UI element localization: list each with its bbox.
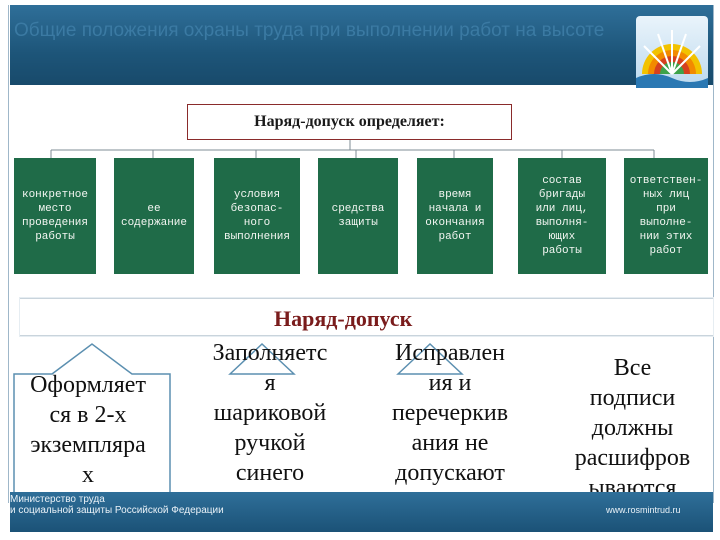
slide-title: Общие положения охраны труда при выполне…: [14, 20, 605, 41]
note-line: Оформляет: [30, 372, 146, 398]
footer-org-line2: и социальной защиты Российской Федерации: [10, 505, 224, 516]
note-line: экземпляра: [30, 432, 146, 458]
diagram-root-box: Наряд-допуск определяет:: [187, 104, 512, 140]
note-line: Заполняетс: [212, 340, 328, 366]
note-line: я: [264, 370, 276, 396]
note-line: допускают: [395, 460, 505, 486]
footer-org-line1: Министерство труда: [10, 494, 105, 505]
note-line: перечеркив: [391, 400, 509, 426]
note-line: расшифров: [574, 445, 691, 471]
note-line: ся в 2-х: [49, 402, 127, 428]
note-line: шариковой: [213, 400, 327, 426]
footer-band: [10, 492, 713, 532]
note-line: подписи: [589, 385, 676, 411]
left-border: [8, 5, 9, 503]
note-line: должны: [591, 415, 674, 441]
note-line: ия и: [428, 370, 472, 396]
callout-shape-3: [396, 342, 464, 375]
note-corrections: Исправлен ия и перечеркив ания не допускают: [365, 338, 535, 488]
bottom-band-title: Наряд-допуск: [274, 306, 413, 331]
footer-site-link[interactable]: www.rosmintrud.ru: [606, 505, 681, 515]
ministry-logo-icon: [636, 16, 708, 88]
note-line: Все: [613, 355, 652, 381]
note-copies: Оформляет ся в 2-х экземпляра х: [8, 370, 168, 490]
callout-shape-2: [228, 342, 296, 375]
note-pen: Заполняетс я шариковой ручкой синего: [180, 338, 360, 488]
note-line: синего: [235, 460, 305, 486]
note-line: ания не: [411, 430, 489, 456]
bottom-band: [20, 298, 713, 336]
callout-shape-1: [13, 343, 171, 501]
note-line: Исправлен: [395, 340, 505, 366]
note-line: ручкой: [234, 430, 306, 456]
footer-org: Министерство труда и социальной защиты Р…: [10, 494, 224, 516]
right-border: [713, 5, 714, 503]
header-band: [10, 5, 713, 85]
note-line: х: [82, 462, 94, 488]
